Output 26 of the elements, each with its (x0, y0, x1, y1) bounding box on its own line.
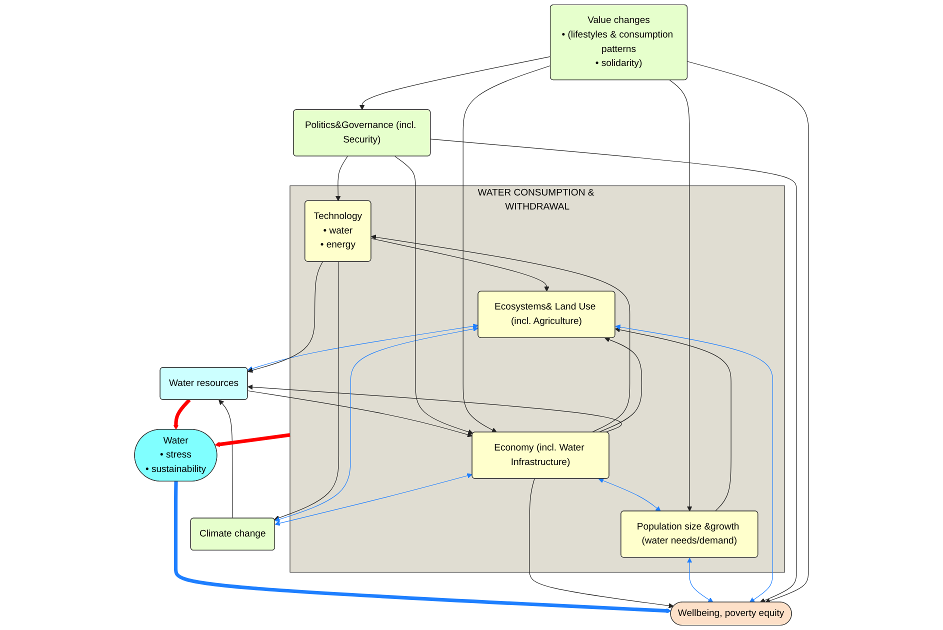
arrow (214, 433, 290, 447)
arrow (274, 473, 472, 526)
arrow (462, 65, 551, 433)
arrow (370, 238, 550, 292)
arrow (218, 400, 234, 519)
arrow (430, 138, 797, 603)
arrow (394, 156, 474, 434)
arrow (598, 478, 661, 512)
arrow (248, 384, 622, 433)
arrow (669, 80, 692, 512)
arrow (615, 324, 774, 603)
arrow (529, 478, 674, 608)
arrow (598, 337, 642, 433)
arrow (371, 234, 630, 433)
arrow (174, 481, 672, 614)
arrow (173, 398, 191, 430)
arrow (274, 326, 478, 522)
arrow (247, 390, 473, 438)
arrow (336, 156, 348, 202)
arrow (686, 558, 714, 603)
arrow (248, 261, 323, 373)
arrow (359, 56, 551, 110)
arrow (615, 327, 732, 512)
arrow (274, 261, 340, 520)
arrow (247, 324, 478, 372)
arrow (687, 61, 809, 604)
